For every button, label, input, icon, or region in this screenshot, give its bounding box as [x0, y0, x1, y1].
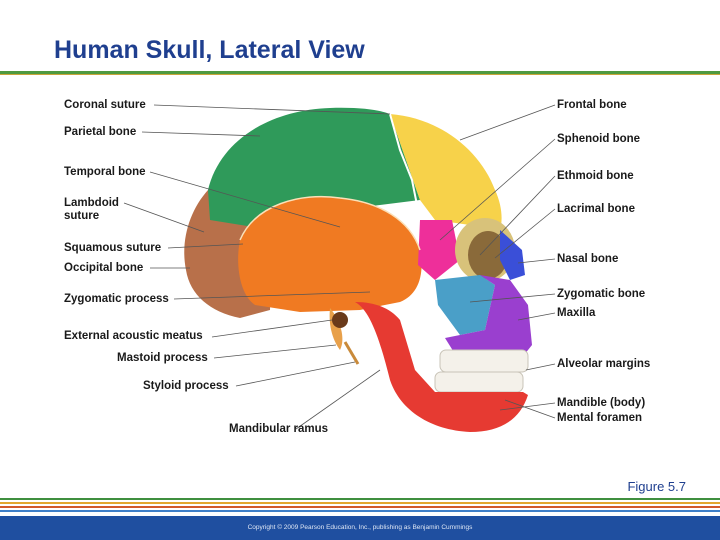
leader-nasal-bone — [517, 258, 556, 264]
leader-coronal-suture — [153, 104, 391, 115]
leader-mental-foramen — [504, 399, 556, 419]
footer-stripe-gold — [0, 502, 720, 504]
label-temporal-bone: Temporal bone — [64, 166, 146, 178]
leader-lambdoid-suture — [123, 202, 205, 233]
leader-zygomatic-bone — [469, 293, 556, 303]
skull-diagram — [123, 104, 556, 432]
label-lacrimal-bone: Lacrimal bone — [557, 203, 635, 215]
leader-parietal-bone — [141, 131, 261, 137]
leader-styloid-process — [235, 361, 356, 387]
leader-mastoid-process — [213, 344, 337, 359]
footer-stripe-orange — [0, 506, 720, 508]
zygomatic-bone-shape — [435, 275, 495, 335]
label-squamous-suture: Squamous suture — [64, 242, 162, 254]
label-frontal-bone: Frontal bone — [557, 99, 627, 111]
mandible-shape — [355, 302, 528, 432]
label-mastoid-process: Mastoid process — [117, 352, 208, 364]
lower-teeth — [434, 371, 524, 393]
leader-mandible-body — [499, 402, 556, 411]
label-alveolar-margins: Alveolar margins — [557, 358, 651, 370]
leader-alveolar-margins — [525, 363, 556, 371]
label-zygomatic-process: Zygomatic process — [64, 293, 169, 305]
title-underline — [0, 71, 720, 74]
coronal-suture-line — [389, 113, 421, 221]
leader-temporal-bone — [149, 171, 341, 228]
leader-frontal-bone — [459, 104, 556, 141]
nasal-bone-shape — [500, 230, 525, 280]
frontal-bone-shape — [390, 114, 502, 230]
figure-label: Figure 5.7 — [627, 479, 686, 494]
footer-stripe-blue — [0, 510, 720, 512]
label-mandibular-ramus: Mandibular ramus — [229, 423, 329, 435]
styloid-shape — [343, 341, 360, 365]
skull-illustration — [184, 107, 532, 432]
temporal-bone-shape — [238, 196, 422, 312]
leader-ethmoid-bone — [479, 175, 556, 256]
leader-zygomatic-process — [173, 291, 371, 300]
label-mental-foramen: Mental foramen — [557, 412, 642, 424]
slide-title: Human Skull, Lateral View — [54, 36, 365, 64]
leader-squamous-suture — [167, 243, 244, 249]
parietal-bone-shape — [208, 107, 420, 230]
label-coronal-suture: Coronal suture — [64, 99, 146, 111]
sphenoid-bone-shape — [418, 220, 460, 280]
squamous-suture-line — [239, 195, 421, 251]
title-underline-accent — [0, 74, 720, 75]
footer-bar: Copyright © 2009 Pearson Education, Inc.… — [0, 516, 720, 540]
label-sphenoid-bone: Sphenoid bone — [557, 133, 641, 145]
label-occipital-bone: Occipital bone — [64, 262, 144, 274]
leader-lacrimal-bone — [494, 208, 556, 259]
footer-stripe-green — [0, 498, 720, 500]
label-lambdoid-suture: Lambdoid suture — [64, 197, 119, 222]
label-nasal-bone: Nasal bone — [557, 253, 619, 265]
label-external-acoustic-meatus: External acoustic meatus — [64, 330, 203, 342]
label-ethmoid-bone: Ethmoid bone — [557, 170, 634, 182]
maxilla-shape — [445, 275, 532, 362]
label-parietal-bone: Parietal bone — [64, 126, 137, 138]
orbit-shadow — [468, 231, 508, 279]
upper-teeth — [439, 349, 529, 373]
acoustic-meatus-shape — [332, 312, 348, 328]
leader-external-acoustic-meatus — [211, 319, 333, 338]
copyright-text: Copyright © 2009 Pearson Education, Inc.… — [247, 524, 473, 531]
label-zygomatic-bone: Zygomatic bone — [557, 288, 646, 300]
label-mandible-body: Mandible (body) — [557, 397, 646, 409]
leader-sphenoid-bone — [439, 138, 556, 241]
label-styloid-process: Styloid process — [143, 380, 229, 392]
leader-maxilla — [517, 312, 556, 321]
label-maxilla: Maxilla — [557, 307, 596, 319]
leader-mandibular-ramus — [295, 369, 381, 430]
leader-lines — [123, 104, 556, 430]
